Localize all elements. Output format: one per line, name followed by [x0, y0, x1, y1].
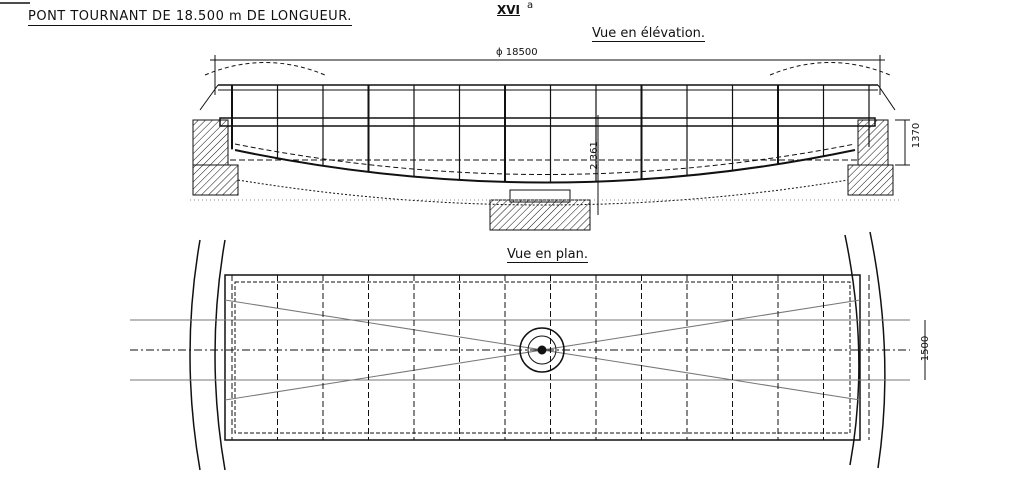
- main-girder-top: [219, 117, 876, 127]
- right-abutment: [857, 119, 889, 166]
- plate-suffix: a: [527, 0, 534, 11]
- elevation-view: [190, 55, 910, 231]
- drawing-title: PONT TOURNANT DE 18.500 m DE LONGUEUR.: [28, 9, 352, 26]
- plan-view: [130, 231, 926, 471]
- plate-number: XVI: [497, 3, 521, 17]
- end-height-dimension: 1370: [911, 122, 923, 149]
- left-abutment: [192, 119, 229, 166]
- right-rail-curve: [844, 231, 886, 469]
- deck-outline: [224, 274, 861, 441]
- center-pivot: [519, 327, 565, 373]
- diameter-dimension: ϕ 18500: [496, 47, 538, 58]
- center-height-dimension: 2.361: [588, 141, 600, 170]
- center-pier: [489, 199, 591, 231]
- elevation-view-label: Vue en élévation.: [592, 26, 706, 42]
- bottom-chord: [234, 149, 856, 184]
- track-width-dimension: 1500: [920, 335, 932, 362]
- left-rail-curve: [189, 239, 226, 471]
- plan-view-label: Vue en plan.: [507, 247, 588, 263]
